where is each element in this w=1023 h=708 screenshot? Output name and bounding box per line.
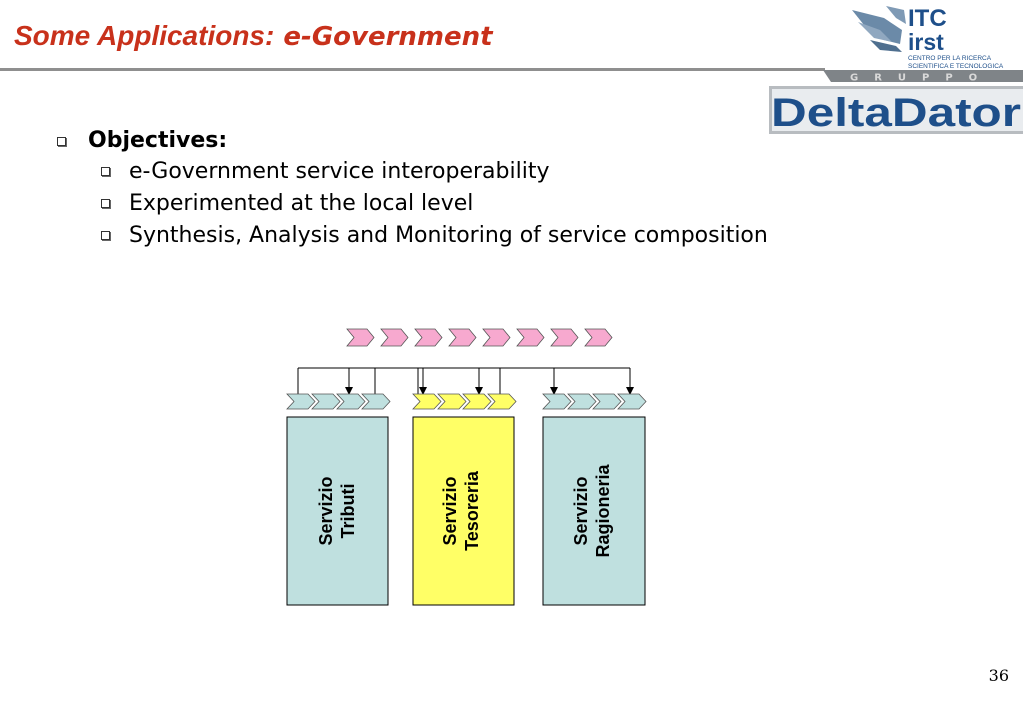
- square-bullet-icon: [57, 137, 66, 146]
- service-operation-chevron: [336, 393, 366, 410]
- process-step-chevron: [448, 328, 477, 347]
- deltadator-band: [823, 70, 1023, 82]
- connector-lines: [297, 367, 634, 395]
- square-bullet-icon: [101, 199, 110, 208]
- square-bullet-icon: [101, 231, 110, 240]
- wing-icon: [852, 6, 906, 52]
- slide-number: 36: [988, 666, 1009, 685]
- process-step-chevron: [584, 328, 613, 347]
- service-composition-diagram: Servizio Tributi Servizio Tesoreria Serv…: [286, 328, 647, 606]
- process-step-chevron: [482, 328, 511, 347]
- list-item-text: e-Government service interoperability: [129, 159, 550, 184]
- itc-irst-logo: ITC irst CENTRO PER LA RICERCA SCIENTIFI…: [852, 5, 1004, 70]
- service-label-line1: Servizio: [440, 476, 460, 545]
- list-item: Synthesis, Analysis and Monitoring of se…: [52, 220, 768, 252]
- service-operation-chevron: [592, 393, 622, 410]
- service-operation-chevron: [311, 393, 341, 410]
- service-label-line2: Ragioneria: [593, 464, 613, 558]
- list-item: e-Government service interoperability: [52, 156, 768, 188]
- itc-caption-2: SCIENTIFICA E TECNOLOGICA: [908, 63, 1004, 70]
- slide-title: Some Applications: e-Government: [14, 20, 493, 52]
- service-label-line1: Servizio: [316, 476, 336, 545]
- service-box-tesoreria: Servizio Tesoreria: [412, 416, 515, 606]
- process-step-chevron: [516, 328, 545, 347]
- irst-logo-text: irst: [908, 29, 944, 55]
- list-item: Experimented at the local level: [52, 188, 768, 220]
- process-step-chevron: [414, 328, 443, 347]
- service-label-line2: Tesoreria: [462, 470, 482, 551]
- service-label-line2: Tributi: [338, 484, 358, 539]
- list-item-text: Synthesis, Analysis and Monitoring of se…: [129, 223, 768, 248]
- service-boxes: Servizio Tributi Servizio Tesoreria Serv…: [286, 416, 646, 606]
- objectives-heading: Objectives:: [52, 126, 768, 156]
- service-operation-chevron: [412, 393, 442, 410]
- deltadator-frame: [769, 86, 1023, 134]
- service-operation-chevron: [437, 393, 467, 410]
- objectives-heading-text: Objectives:: [88, 128, 228, 153]
- square-bullet-icon: [101, 167, 110, 176]
- process-step-chevron: [550, 328, 579, 347]
- itc-caption-1: CENTRO PER LA RICERCA: [908, 55, 992, 62]
- service-chevron-rows: [286, 393, 647, 410]
- process-step-chevron: [380, 328, 409, 347]
- service-operation-chevron: [542, 393, 572, 410]
- deltadator-band-label: GRUPPO: [850, 73, 993, 84]
- deltadator-logo: GRUPPO DeltaDator: [769, 70, 1023, 135]
- service-operation-chevron: [286, 393, 316, 410]
- itc-logo-text: ITC: [908, 5, 947, 32]
- deltadator-wordmark: DeltaDator: [771, 91, 1021, 135]
- service-box-tributi: Servizio Tributi: [286, 416, 389, 606]
- service-operation-chevron: [567, 393, 597, 410]
- service-operation-chevron: [462, 393, 492, 410]
- objectives-list: Objectives: e-Government service interop…: [52, 126, 768, 252]
- title-divider: [0, 68, 825, 71]
- service-label-line1: Servizio: [571, 476, 591, 545]
- slide-title-main: Some Applications:: [14, 20, 275, 51]
- list-item-text: Experimented at the local level: [129, 191, 474, 216]
- slide-title-sub: e-Government: [283, 22, 493, 52]
- service-operation-chevron: [617, 393, 647, 410]
- service-operation-chevron: [487, 393, 517, 410]
- service-box-ragioneria: Servizio Ragioneria: [542, 416, 646, 606]
- composite-process-chevrons: [346, 328, 613, 347]
- process-step-chevron: [346, 328, 375, 347]
- service-operation-chevron: [361, 393, 391, 410]
